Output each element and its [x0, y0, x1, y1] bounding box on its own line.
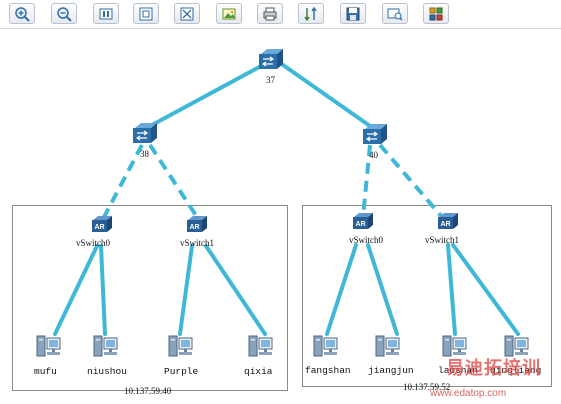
svg-text:AR: AR: [356, 221, 366, 228]
router-icon: AR: [353, 213, 373, 229]
vm-mufu[interactable]: [36, 334, 62, 365]
vswitch0-left-label: vSwitch0: [76, 238, 111, 248]
link-niushou: [99, 244, 107, 336]
computer-icon: [93, 335, 118, 357]
link-qixia: [204, 244, 267, 336]
watermark-url: www.edatop.com: [430, 388, 507, 399]
link-fangshan: [325, 243, 358, 336]
print-button[interactable]: [257, 3, 283, 24]
fit-page-button[interactable]: [133, 3, 159, 24]
image-icon: [222, 8, 236, 20]
link-purple: [178, 244, 194, 336]
vswitch0-left[interactable]: AR: [91, 215, 113, 238]
link-jiangjun: [366, 243, 399, 336]
zoom-in-icon: [15, 7, 30, 22]
vm-laoshan[interactable]: [442, 334, 468, 365]
link-mufu: [53, 244, 99, 336]
vm-label: Purple: [164, 366, 199, 377]
router-icon: AR: [438, 213, 458, 229]
link-40-vswitch0: [361, 144, 372, 218]
link-core-right: [281, 63, 372, 128]
grid-icon: [429, 7, 443, 21]
toolbar: [0, 0, 561, 29]
link-38-vswitch0: [102, 144, 144, 218]
vm-label: niushou: [87, 366, 127, 377]
actual-size-icon: [180, 7, 194, 21]
link-qingliang: [451, 243, 520, 336]
topology-canvas: 37 38 40 AR vSwitch0 AR vSwitch1 AR vSwi…: [0, 29, 561, 404]
vswitch0-right[interactable]: AR: [352, 212, 374, 235]
fit-width-icon: [99, 8, 113, 20]
vm-purple[interactable]: [168, 334, 194, 365]
save-button[interactable]: [340, 3, 366, 24]
floppy-disk-icon: [346, 7, 360, 21]
zoom-out-button[interactable]: [51, 3, 77, 24]
switch-38[interactable]: [132, 122, 158, 149]
vm-fangshan[interactable]: [313, 334, 339, 365]
sort-button[interactable]: [298, 3, 324, 24]
topology-links: [53, 63, 520, 336]
computer-icon: [504, 335, 529, 357]
vm-niushou[interactable]: [93, 334, 119, 365]
router-icon: AR: [187, 216, 207, 232]
link-laoshan: [446, 243, 457, 336]
switch-40-label: 40: [369, 150, 378, 160]
preview-button[interactable]: [382, 3, 408, 24]
vm-jiangjun[interactable]: [375, 334, 401, 365]
host-left-ip: 10.137.59.40: [124, 386, 172, 396]
fit-page-icon: [139, 7, 153, 21]
computer-icon: [168, 335, 193, 357]
zoom-in-button[interactable]: [9, 3, 35, 24]
watermark-text: 易迪拓培训: [446, 358, 541, 379]
router-icon: AR: [92, 216, 112, 232]
export-image-button[interactable]: [216, 3, 242, 24]
vm-qixia[interactable]: [248, 334, 274, 365]
fit-width-button[interactable]: [93, 3, 119, 24]
layout-button[interactable]: [423, 3, 449, 24]
vm-label: laoshan: [438, 365, 478, 376]
host-box-left: [12, 205, 288, 391]
computer-icon: [442, 335, 467, 357]
switch-40[interactable]: [362, 123, 388, 150]
vswitch1-left[interactable]: AR: [186, 215, 208, 238]
link-40-vswitch1: [378, 143, 444, 219]
computer-icon: [248, 335, 273, 357]
switch-38-label: 38: [140, 149, 149, 159]
switch-icon: [363, 124, 387, 144]
vswitch1-right-label: vSwitch1: [425, 235, 460, 245]
vswitch1-left-label: vSwitch1: [180, 238, 215, 248]
vm-label: jiangjun: [368, 365, 414, 376]
vswitch1-right[interactable]: AR: [437, 212, 459, 235]
host-box-right: [302, 205, 552, 387]
vm-label: qixia: [244, 366, 273, 377]
zoom-out-icon: [57, 7, 72, 22]
computer-icon: [375, 335, 400, 357]
core-switch-label: 37: [266, 75, 275, 85]
sort-icon: [304, 6, 317, 22]
vm-label: qingliang: [490, 365, 542, 376]
printer-icon: [263, 7, 277, 21]
switch-icon: [259, 49, 283, 69]
computer-icon: [36, 335, 61, 357]
preview-icon: [387, 8, 403, 21]
vm-label: mufu: [34, 366, 57, 377]
svg-text:AR: AR: [95, 224, 105, 231]
vswitch0-right-label: vSwitch0: [349, 235, 384, 245]
vm-label: fangshan: [305, 365, 351, 376]
link-core-left: [150, 63, 265, 127]
vm-qingliang[interactable]: [504, 334, 530, 365]
svg-text:AR: AR: [441, 221, 451, 228]
actual-size-button[interactable]: [174, 3, 200, 24]
computer-icon: [313, 335, 338, 357]
core-switch[interactable]: [258, 48, 284, 75]
svg-text:AR: AR: [190, 224, 200, 231]
link-38-vswitch1: [148, 143, 199, 219]
host-right-ip: 10.137.59.52: [403, 382, 451, 392]
switch-icon: [133, 123, 157, 143]
